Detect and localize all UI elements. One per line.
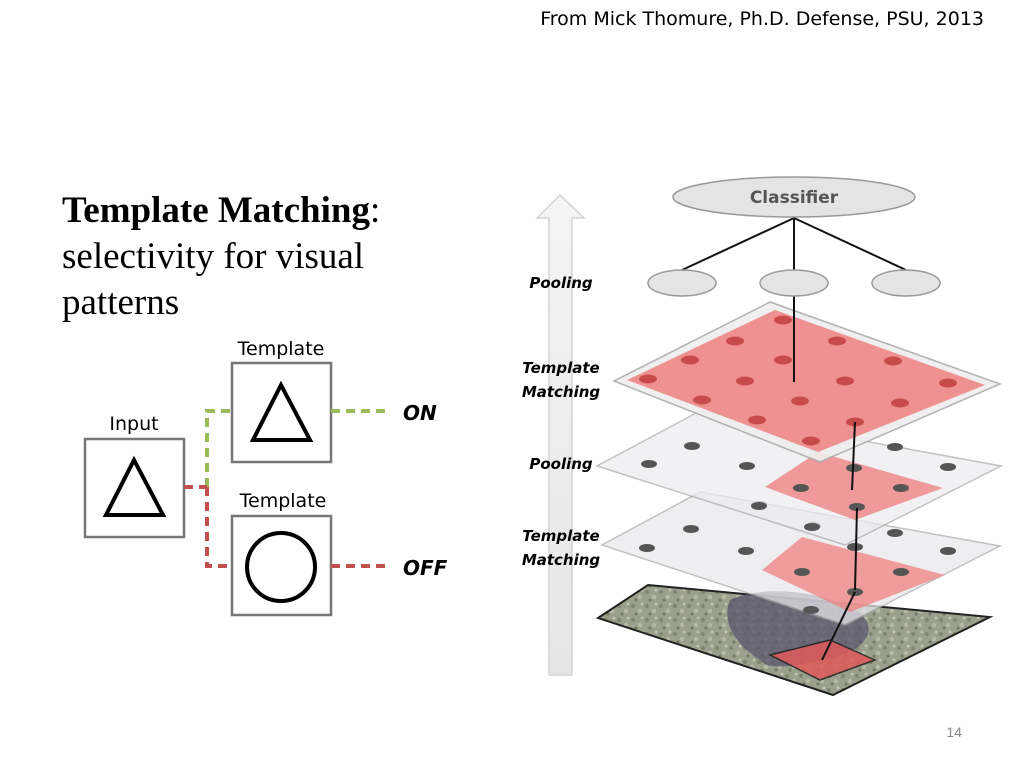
pooling-units [647,217,941,297]
off-label: OFF [403,556,448,580]
layer-label-pooling-mid: Pooling [529,455,593,473]
layer-label-template-top-line1: Template [522,359,599,377]
layer-label-template-top-line2: Matching [522,383,601,401]
hierarchy-diagram: Classifier Pooling Template Matching Poo… [522,176,1004,697]
input-triangle-icon [102,455,167,517]
off-connector-left [205,487,232,568]
slide-heading: Template Matching: selectivity for visua… [62,188,442,326]
classifier-node [672,176,916,218]
heading-rest: selectivity for visual patterns [62,236,365,323]
template-top-label: Template [237,338,325,360]
template-bottom-label: Template [239,490,327,512]
on-connector-left [205,409,232,487]
heading-colon: : [369,190,381,231]
layer-dots [639,501,956,614]
heading-bold: Template Matching [62,190,370,231]
layer-highlight-region [762,537,945,612]
page-number: 14 [946,724,962,740]
upward-arrow-icon [535,193,586,676]
input-label: Input [109,413,158,435]
layer-dots [639,315,957,446]
on-label: ON [403,401,437,425]
layer-highlight-region [627,310,985,452]
template-triangle-icon [249,380,314,442]
input-box [83,437,186,539]
layer-label-template-bottom-line1: Template [522,527,599,545]
classifier-label: Classifier [750,188,839,208]
layer-label-pooling-top: Pooling [529,274,593,292]
layer-highlight-region [765,452,943,520]
template-circle-icon [245,531,317,603]
template-top-box [230,361,333,464]
credit-text: From Mick Thomure, Ph.D. Defense, PSU, 2… [540,8,984,30]
template-matching-diagram: Input Template Template ON OFF [83,338,448,617]
layer-label-template-bottom-line2: Matching [522,551,601,569]
layer-dots [641,442,956,531]
